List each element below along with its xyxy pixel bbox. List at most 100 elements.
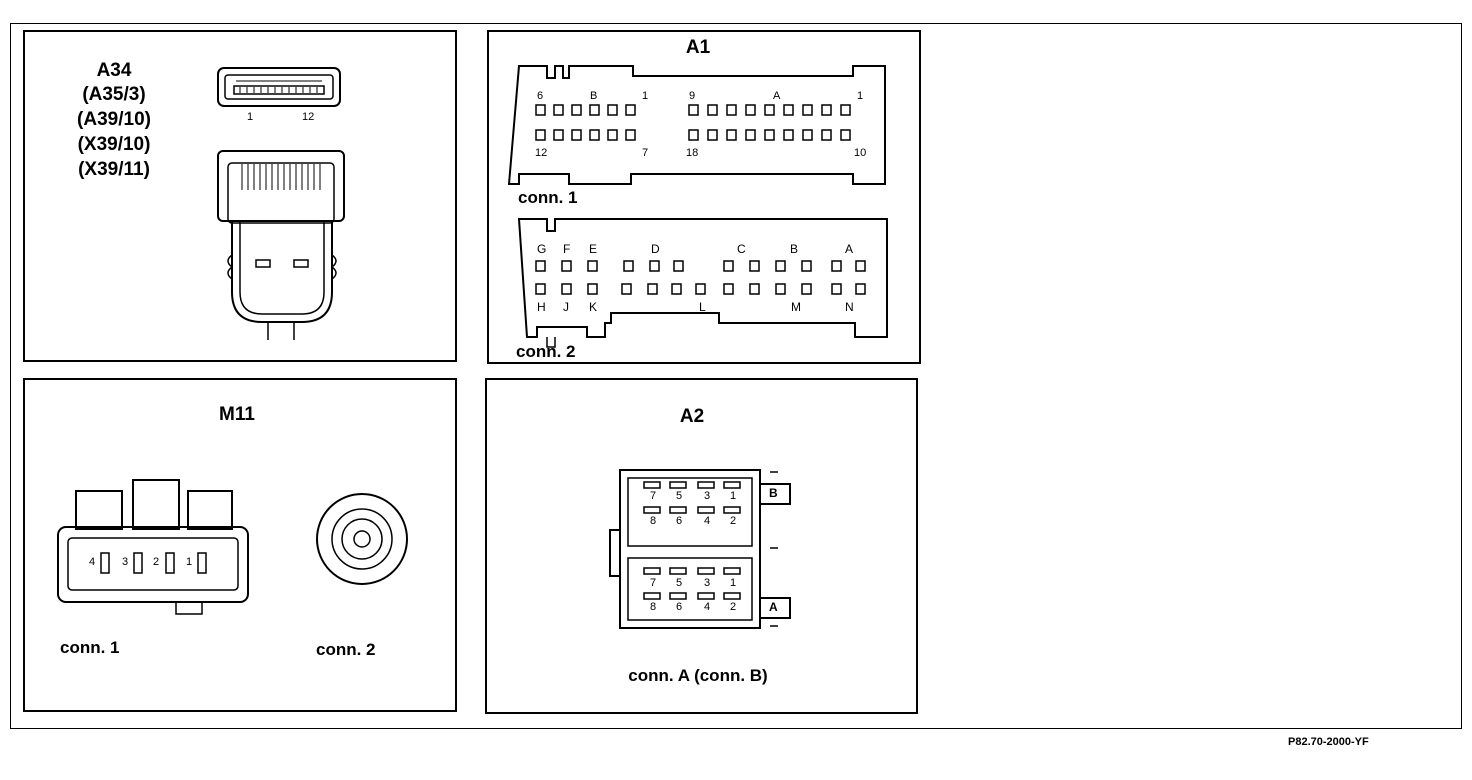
a35-3-label: (A35/3) [82, 84, 146, 105]
a2-lower-pin-2: 2 [730, 601, 737, 613]
a1-conn1-pin-square [745, 104, 756, 116]
a1-conn2-letter-b: B [790, 242, 799, 256]
a1-conn1-pin-square [726, 129, 737, 141]
a1-conn2-letter-d: D [651, 242, 660, 256]
a1-conn1-pin-18: 18 [686, 147, 699, 159]
a1-conn1-pin-square [783, 129, 794, 141]
a1-conn1-pin-square [821, 129, 832, 141]
a1-conn2-pin-square [671, 283, 682, 295]
a1-conn2-pin-square [535, 283, 546, 295]
a1-conn1-pin-6: 6 [537, 90, 544, 102]
a1-conn2-letter-f: F [563, 242, 571, 256]
a1-conn1-pin-10: 10 [854, 147, 867, 159]
a1-conn1-pin-12: 12 [535, 147, 548, 159]
panel-a34 [23, 30, 457, 362]
m11-pin-1: 1 [186, 556, 193, 568]
a1-conn2-letter-l: L [699, 300, 706, 314]
a2-lower-pad [697, 567, 715, 575]
a1-conn2-pin-square [561, 283, 572, 295]
a1-conn1-pin-square [688, 104, 699, 116]
a2-upper-pin-8: 8 [650, 515, 657, 527]
a2-upper-pad [643, 506, 661, 514]
a2-side-b: B [769, 486, 778, 500]
a1-conn2-letter-j: J [563, 300, 569, 314]
a2-lower-pin-3: 3 [704, 577, 711, 589]
a2-upper-pad [669, 506, 687, 514]
a1-conn2-pin-square [749, 283, 760, 295]
a1-conn2-pin-square [855, 260, 866, 272]
a34-label: A34 [96, 60, 132, 81]
a1-conn1-pin-square [707, 104, 718, 116]
a1-conn2-pin-square [673, 260, 684, 272]
a2-title: A2 [679, 406, 705, 427]
m11-conn1-label: conn. 1 [60, 638, 120, 657]
m11-pin-3: 3 [122, 556, 129, 568]
a2-upper-pin-5: 5 [676, 490, 683, 502]
x39-10-label: (X39/10) [77, 134, 151, 155]
diagram-sheet [10, 23, 1462, 729]
a1-conn1-pin-square [535, 104, 546, 116]
a2-lower-pad [669, 592, 687, 600]
a1-conn2-pin-square [623, 260, 634, 272]
a1-conn2-pin-square [855, 283, 866, 295]
a2-upper-pin-3: 3 [704, 490, 711, 502]
a1-conn2-pin-square [801, 260, 812, 272]
a1-conn1-pin-square [607, 104, 618, 116]
a2-upper-pin-6: 6 [676, 515, 683, 527]
a1-conn1-pin-square [783, 104, 794, 116]
a1-conn2-pin-square [775, 283, 786, 295]
panel-a2 [485, 378, 918, 714]
a1-conn1-pin-square [802, 129, 813, 141]
a1-conn1-pin-square [553, 129, 564, 141]
a1-conn1-pin-square [840, 129, 851, 141]
a1-conn2-pin-square [621, 283, 632, 295]
a2-lower-pad [697, 592, 715, 600]
a1-conn2-pin-square [723, 260, 734, 272]
a2-caption: conn. A (conn. B) [628, 666, 768, 685]
a1-conn1-pin-square [571, 104, 582, 116]
a1-conn1-pin-square [802, 104, 813, 116]
a2-lower-pad [643, 592, 661, 600]
a1-title: A1 [685, 37, 711, 58]
m11-pin-4: 4 [89, 556, 96, 568]
a1-conn1-pin-a: A [773, 90, 781, 102]
a2-upper-pad [723, 506, 741, 514]
a1-conn2-pin-square [587, 260, 598, 272]
a1-conn1-pin-square [821, 104, 832, 116]
a1-conn1-pin-1-left: 1 [642, 90, 649, 102]
a2-upper-pin-2: 2 [730, 515, 737, 527]
a1-conn2-letter-m: M [791, 300, 801, 314]
a2-lower-pin-7: 7 [650, 577, 657, 589]
a2-lower-pad [669, 567, 687, 575]
a1-conn1-pin-square [625, 129, 636, 141]
a39-10-label: (A39/10) [77, 109, 151, 130]
x39-11-label: (X39/11) [78, 159, 150, 180]
a1-conn1-pin-square [553, 104, 564, 116]
a1-conn2-pin-square [749, 260, 760, 272]
m11-conn2-label: conn. 2 [316, 640, 376, 659]
a2-upper-pad [697, 481, 715, 489]
a1-conn1-pin-9: 9 [689, 90, 696, 102]
a1-conn1-pin-square [688, 129, 699, 141]
a1-conn1-pin-b: B [590, 90, 598, 102]
a1-conn1-pin-1-right: 1 [857, 90, 864, 102]
a1-conn1-pin-square [589, 129, 600, 141]
a1-conn2-letter-h: H [537, 300, 546, 314]
a1-conn2-pin-square [695, 283, 706, 295]
a1-conn2-pin-square [587, 283, 598, 295]
figure-reference: P82.70-2000-YF [1288, 736, 1369, 748]
a1-conn1-pin-square [764, 129, 775, 141]
a1-conn1-pin-square [764, 104, 775, 116]
a2-upper-pad [723, 481, 741, 489]
m11-title: M11 [219, 404, 255, 425]
a1-conn2-pin-square [561, 260, 572, 272]
a34-pin-last: 12 [302, 111, 315, 123]
a2-lower-pin-8: 8 [650, 601, 657, 613]
a1-conn2-pin-square [831, 283, 842, 295]
a1-conn1-pin-square [607, 129, 618, 141]
a1-conn1-pin-square [625, 104, 636, 116]
a2-upper-pad [697, 506, 715, 514]
a1-conn2-pin-square [647, 283, 658, 295]
